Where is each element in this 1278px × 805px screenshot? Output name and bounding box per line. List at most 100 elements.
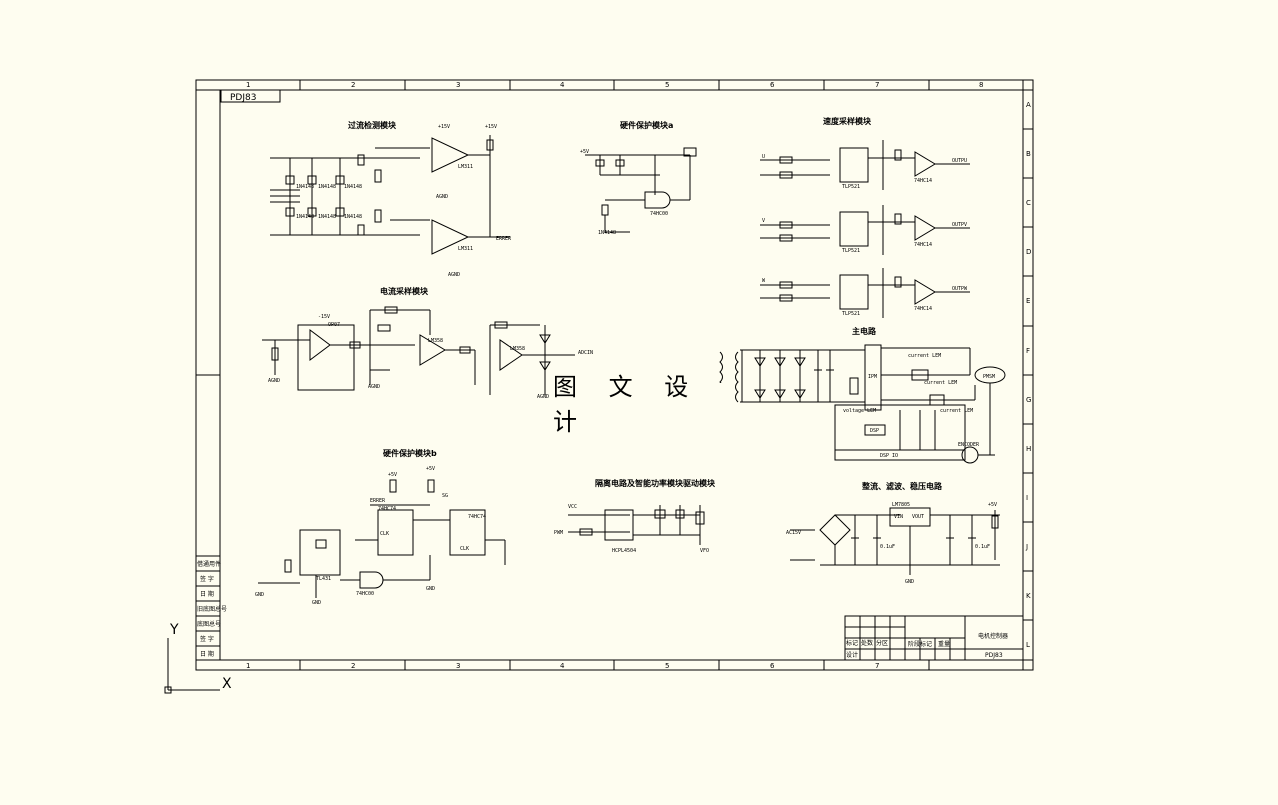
title-block-cell: 设计 bbox=[846, 651, 858, 659]
title-block bbox=[844, 615, 1024, 661]
label-tlp521: TLP521 bbox=[842, 248, 860, 254]
label-lm7805: LM7805 bbox=[892, 502, 910, 508]
label-1n4148: 1N4148 bbox=[296, 214, 314, 220]
label-u: U bbox=[762, 154, 765, 160]
heading-overcurrent: 过流检测模块 bbox=[348, 120, 397, 130]
label-w: W bbox=[762, 278, 766, 284]
row-label: F bbox=[1026, 347, 1030, 355]
axis-y-label: Y bbox=[169, 622, 179, 638]
col-label: 4 bbox=[560, 662, 565, 670]
label-1n4148: 1N4148 bbox=[296, 184, 314, 190]
title-block-cell: 分区 bbox=[876, 639, 888, 647]
title-block-cell: 重量 bbox=[938, 640, 950, 648]
label-1n4148: 1N4148 bbox=[344, 184, 362, 190]
row-label: A bbox=[1026, 101, 1031, 109]
isolation-drive-module bbox=[568, 505, 705, 545]
col-label: 6 bbox=[770, 81, 775, 89]
label-voltage-lem: voltage LEM bbox=[843, 408, 876, 414]
label-errer: ERRER bbox=[496, 236, 512, 242]
side-label: 签 字 bbox=[200, 575, 214, 583]
row-label: K bbox=[1026, 592, 1031, 600]
col-label: 2 bbox=[351, 81, 355, 89]
label-op07: OP07 bbox=[328, 322, 340, 328]
hw-protect-b-module bbox=[258, 479, 506, 598]
label-outpw: OUTPW bbox=[952, 286, 968, 292]
label-tlp521: TLP521 bbox=[842, 311, 860, 317]
overcurrent-module bbox=[270, 135, 510, 255]
title-block-code: PDJ83 bbox=[985, 652, 1003, 659]
drawing-code: PDJ83 bbox=[230, 93, 256, 103]
col-label: 5 bbox=[665, 662, 669, 670]
col-label: 5 bbox=[665, 81, 669, 89]
axis-x-label: X bbox=[222, 676, 232, 692]
label-1n4148: 1N4148 bbox=[318, 214, 336, 220]
row-labels: A B C D E F G H I J K L bbox=[1025, 101, 1031, 649]
row-label: C bbox=[1026, 199, 1031, 207]
label-74hc74: 74HC74 bbox=[378, 506, 396, 512]
label-gnd: GND bbox=[312, 600, 321, 606]
label-m15v: -15V bbox=[318, 314, 330, 320]
label-74hc00: 74HC00 bbox=[650, 211, 668, 217]
row-label: L bbox=[1026, 641, 1030, 649]
heading-current-sampling: 电流采样模块 bbox=[380, 286, 429, 296]
side-table bbox=[195, 555, 221, 661]
label-p5v: +5V bbox=[580, 149, 589, 155]
row-label: H bbox=[1026, 445, 1031, 453]
col-label: 8 bbox=[979, 81, 983, 89]
col-label: 2 bbox=[351, 662, 355, 670]
label-current-lem: current LEM bbox=[940, 408, 973, 414]
label-tl431: TL431 bbox=[316, 576, 331, 582]
label-agnd: AGND bbox=[368, 384, 380, 390]
label-dsp-io: DSP IO bbox=[880, 453, 898, 459]
label-clk: CLK bbox=[380, 531, 389, 537]
label-vin: VIN bbox=[894, 514, 903, 520]
label-p5v: +5V bbox=[426, 466, 435, 472]
rectifier-regulator-module bbox=[790, 507, 1000, 575]
side-label: 借通用件 bbox=[197, 560, 221, 568]
side-label: 签 字 bbox=[200, 635, 214, 643]
title-block-cell: 处数 bbox=[861, 639, 873, 647]
heading-speed-sampling: 速度采样模块 bbox=[823, 116, 872, 126]
column-labels-top: 1 2 3 4 5 6 7 8 bbox=[246, 81, 983, 89]
watermark: 图 文 设 计 bbox=[553, 373, 723, 436]
speed-sampling-module bbox=[760, 140, 970, 318]
label-vcc: VCC bbox=[568, 504, 577, 510]
label-adcin: ADCIN bbox=[578, 350, 593, 356]
label-lm311: LM311 bbox=[458, 164, 473, 170]
label-gnd: GND bbox=[426, 586, 435, 592]
row-label: B bbox=[1026, 150, 1031, 158]
label-pwm: PWM bbox=[554, 530, 563, 536]
ucs-axis-icon bbox=[164, 638, 220, 694]
main-circuit-module bbox=[719, 344, 1006, 464]
label-outpv: OUTPV bbox=[952, 222, 967, 228]
label-74hc14: 74HC14 bbox=[914, 306, 932, 312]
label-current-lem: current LEM bbox=[908, 353, 941, 359]
side-table-labels: 借通用件 签 字 日 期 旧底图总号 底图总号 签 字 日 期 bbox=[197, 560, 227, 658]
label-agnd: AGND bbox=[436, 194, 448, 200]
label-p5v: +5V bbox=[988, 502, 997, 508]
column-labels-bottom: 1 2 3 4 5 6 7 bbox=[246, 662, 879, 670]
side-label: 底图总号 bbox=[197, 620, 221, 628]
label-sg: SG bbox=[442, 493, 448, 499]
label-lm311: LM311 bbox=[458, 246, 473, 252]
col-label: 3 bbox=[456, 662, 460, 670]
heading-main-circuit: 主电路 bbox=[852, 326, 877, 336]
side-label: 旧底图总号 bbox=[197, 605, 227, 613]
row-label: J bbox=[1025, 543, 1028, 551]
label-v: V bbox=[762, 218, 765, 224]
label-tlp521: TLP521 bbox=[842, 184, 860, 190]
label-ac15v: AC15V bbox=[786, 530, 801, 536]
hw-protect-a-module bbox=[585, 147, 697, 233]
label-gnd: GND bbox=[255, 592, 264, 598]
label-p15v: +15V bbox=[438, 124, 450, 130]
side-label: 日 期 bbox=[200, 650, 214, 658]
label-0-1uf: 0.1uF bbox=[975, 544, 990, 550]
heading-isolation-drive: 隔离电路及智能功率模块驱动模块 bbox=[595, 478, 716, 488]
label-hcpl4504: HCPL4504 bbox=[612, 548, 636, 554]
label-current-lem: current LEM bbox=[924, 380, 957, 386]
label-ipm: IPM bbox=[868, 374, 877, 380]
heading-rectifier: 整流、滤波、稳压电路 bbox=[861, 481, 943, 491]
label-dsp: DSP bbox=[870, 428, 879, 434]
label-lm358: LM358 bbox=[510, 346, 525, 352]
label-lm358: LM358 bbox=[428, 338, 443, 344]
